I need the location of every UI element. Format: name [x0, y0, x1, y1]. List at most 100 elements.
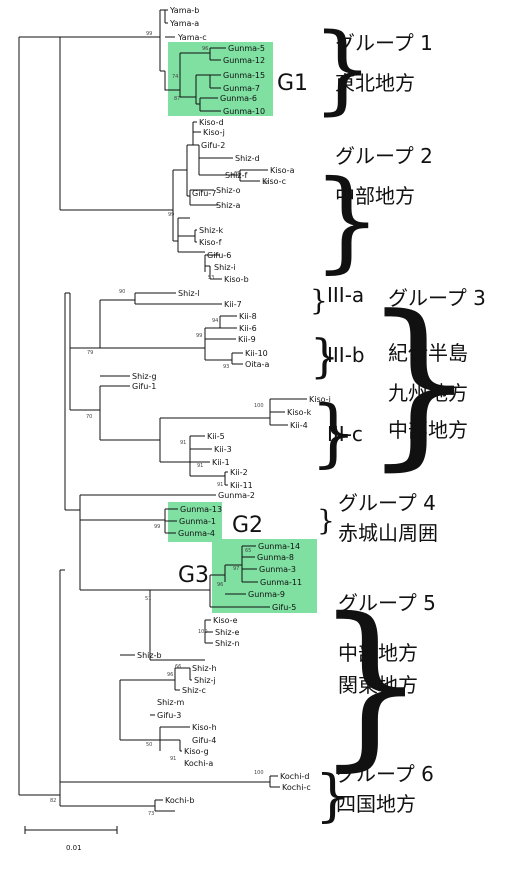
bootstrap-value: 73: [148, 811, 154, 817]
tip-label: Shiz-o: [216, 186, 241, 195]
bootstrap-value: 96: [217, 582, 223, 588]
tip-label: Kiso-k: [287, 408, 312, 417]
tip-label: Yama-b: [169, 6, 199, 15]
bootstrap-value: 99: [196, 333, 202, 339]
tip-label: Shiz-h: [192, 664, 217, 673]
group4-region: 赤城山周囲: [338, 521, 438, 545]
tip-label: Kiso-b: [224, 275, 249, 284]
tip-label: Kochi-a: [184, 759, 213, 768]
bootstrap-value: 100: [198, 629, 208, 635]
bootstrap-value: 96: [167, 672, 173, 678]
tip-label: Shiz-m: [157, 698, 184, 707]
subgroup-3c: III-c: [327, 422, 363, 446]
tip-label: Gunma-13: [180, 505, 222, 514]
group3-name: グループ 3: [388, 286, 486, 310]
tip-label: Kiso-h: [192, 723, 217, 732]
highlight-g1: [168, 42, 273, 116]
tip-label: Kiso-c: [262, 177, 286, 186]
bootstrap-value: 96: [202, 46, 208, 52]
tip-label: Shiz-k: [199, 226, 223, 235]
bootstrap-value: 51: [145, 596, 151, 602]
scale-bar-label: 0.01: [66, 844, 82, 852]
bootstrap-value: 65: [234, 171, 240, 177]
bootstrap-value: 65: [245, 548, 251, 554]
group3-region-1: 紀伊半島: [388, 341, 468, 365]
tip-label: Kiso-e: [213, 616, 238, 625]
bootstrap-value: 99: [146, 31, 152, 37]
tip-label: Gunma-5: [228, 44, 265, 53]
bootstrap-value: 70: [86, 414, 92, 420]
bootstrap-value: 100: [254, 403, 264, 409]
bootstrap-value: 99: [154, 524, 160, 530]
tip-label: Yama-c: [177, 33, 207, 42]
bootstrap-value: 97: [233, 566, 239, 572]
tip-label: Gunma-1: [179, 517, 216, 526]
tip-label: Oita-a: [245, 360, 269, 369]
highlight-g3: [212, 539, 317, 613]
tip-label: Gifu-7: [192, 189, 216, 198]
bootstrap-value: 50: [146, 742, 152, 748]
bootstrap-value: 91: [197, 463, 203, 469]
bootstrap-value: 93: [223, 364, 229, 370]
group1-name: グループ 1: [335, 31, 433, 55]
bootstrap-value: 98: [263, 180, 269, 186]
tip-label: Gunma-7: [223, 84, 260, 93]
brace-group1: }: [312, 13, 373, 125]
tip-label: Kochi-c: [282, 783, 311, 792]
bootstrap-value: 99: [168, 212, 174, 218]
tree-branches: [18, 9, 307, 812]
tip-label: Shiz-i: [214, 263, 236, 272]
brace-3c: }: [310, 390, 357, 476]
brace-group4: }: [317, 504, 335, 537]
group5-region-2: 関東地方: [338, 673, 418, 697]
tip-label: Kii-10: [245, 349, 268, 358]
tip-label: Shiz-l: [178, 289, 200, 298]
tip-label: Shiz-f: [225, 171, 247, 180]
tip-label: Kii-6: [239, 324, 257, 333]
group4-name: グループ 4: [338, 491, 436, 515]
tip-label: Gunma-12: [223, 56, 265, 65]
tip-label: Shiz-d: [235, 154, 260, 163]
bootstrap-value: 79: [87, 350, 93, 356]
tip-label: Shiz-e: [215, 628, 239, 637]
tip-label: Shiz-j: [194, 676, 216, 685]
tip-label: Gifu-2: [201, 141, 225, 150]
g3-label: G3: [178, 563, 209, 588]
bootstrap-value: 66: [175, 664, 181, 670]
tip-label: Kii-8: [239, 312, 257, 321]
tip-label: Kiso-j: [203, 128, 225, 137]
tip-label: Kiso-d: [199, 118, 224, 127]
g2-label: G2: [232, 513, 263, 538]
brace-group6: }: [315, 764, 351, 829]
brace-group5: }: [314, 580, 427, 787]
group5-name: グループ 5: [338, 591, 436, 615]
bootstrap-labels: 9996748765989953909499799370100919191996…: [50, 31, 269, 817]
group3-region-2: 九州地方: [388, 381, 468, 405]
brace-group3: }: [362, 278, 477, 487]
tip-label: Gunma-14: [258, 542, 300, 551]
tip-label: Gifu-6: [207, 251, 231, 260]
tip-label: Gunma-10: [223, 107, 265, 116]
tip-label: Kii-5: [207, 432, 225, 441]
group1-region: 東北地方: [335, 71, 415, 95]
tip-label: Gunma-3: [259, 565, 296, 574]
tip-label: Gunma-15: [223, 71, 265, 80]
tip-label: Kochi-d: [280, 772, 309, 781]
tip-label: Shiz-c: [182, 686, 206, 695]
tip-label: Kii-7: [224, 300, 242, 309]
scale-bar: 0.01: [24, 826, 118, 852]
tip-label: Gunma-4: [178, 529, 215, 538]
tip-label: Kii-4: [290, 421, 308, 430]
bootstrap-value: 94: [212, 318, 218, 324]
bootstrap-value: 87: [174, 96, 180, 102]
tip-label: Gifu-1: [132, 382, 156, 391]
bootstrap-value: 91: [180, 440, 186, 446]
group6-region: 四国地方: [336, 792, 416, 816]
tip-labels: Yama-bYama-aYama-cGunma-5Gunma-12Gunma-1…: [132, 6, 331, 805]
tip-label: Kiso-i: [309, 395, 331, 404]
brace-3b: }: [310, 329, 339, 383]
tip-label: Shiz-b: [137, 651, 162, 660]
subgroup-3b: III-b: [327, 343, 365, 367]
